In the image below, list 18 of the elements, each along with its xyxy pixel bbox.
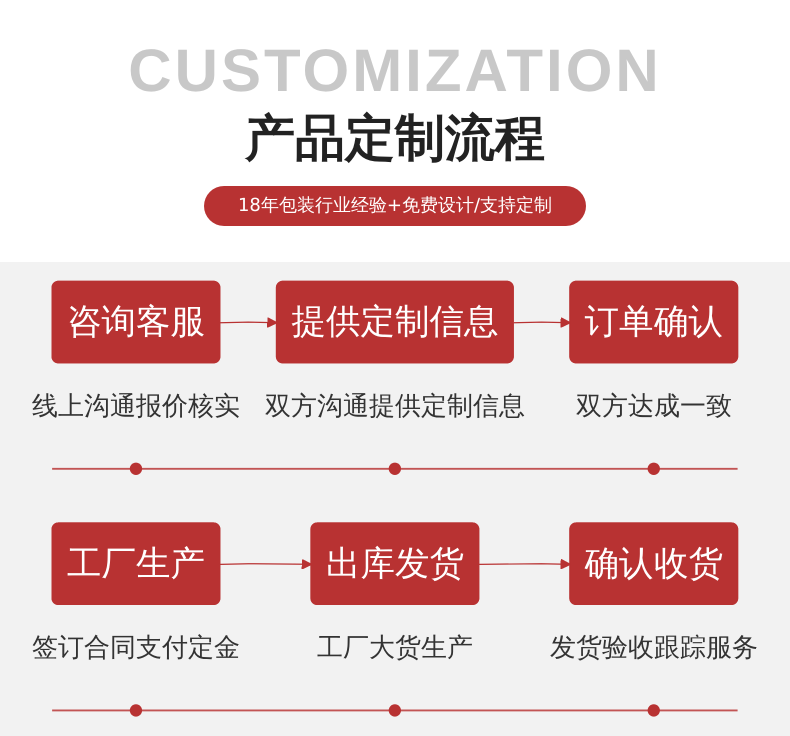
arrow <box>220 558 312 570</box>
process-box: 订单确认 <box>569 280 738 364</box>
diagram-title: 产品定制流程 <box>245 108 545 168</box>
process-box: 工厂生产 <box>52 522 221 606</box>
tagline-banner: 18年包装行业经验+免费设计/支持定制 <box>204 186 586 226</box>
step-description: 工厂大货生产 <box>317 633 473 664</box>
step-description: 线上沟通报价核实 <box>32 392 240 422</box>
arrow <box>514 317 572 328</box>
process-box: 出库发货 <box>310 522 480 606</box>
step-description: 双方达成一致 <box>576 392 732 422</box>
arrow <box>220 317 278 328</box>
process-box: 提供定制信息 <box>276 280 514 364</box>
step-description: 签订合同支付定金 <box>32 633 240 664</box>
arrow <box>479 558 572 570</box>
process-box: 咨询客服 <box>52 280 221 364</box>
step-description: 发货验收跟踪服务 <box>550 633 758 664</box>
step-description: 双方沟通提供定制信息 <box>265 392 525 422</box>
process-box: 确认收货 <box>569 522 738 606</box>
